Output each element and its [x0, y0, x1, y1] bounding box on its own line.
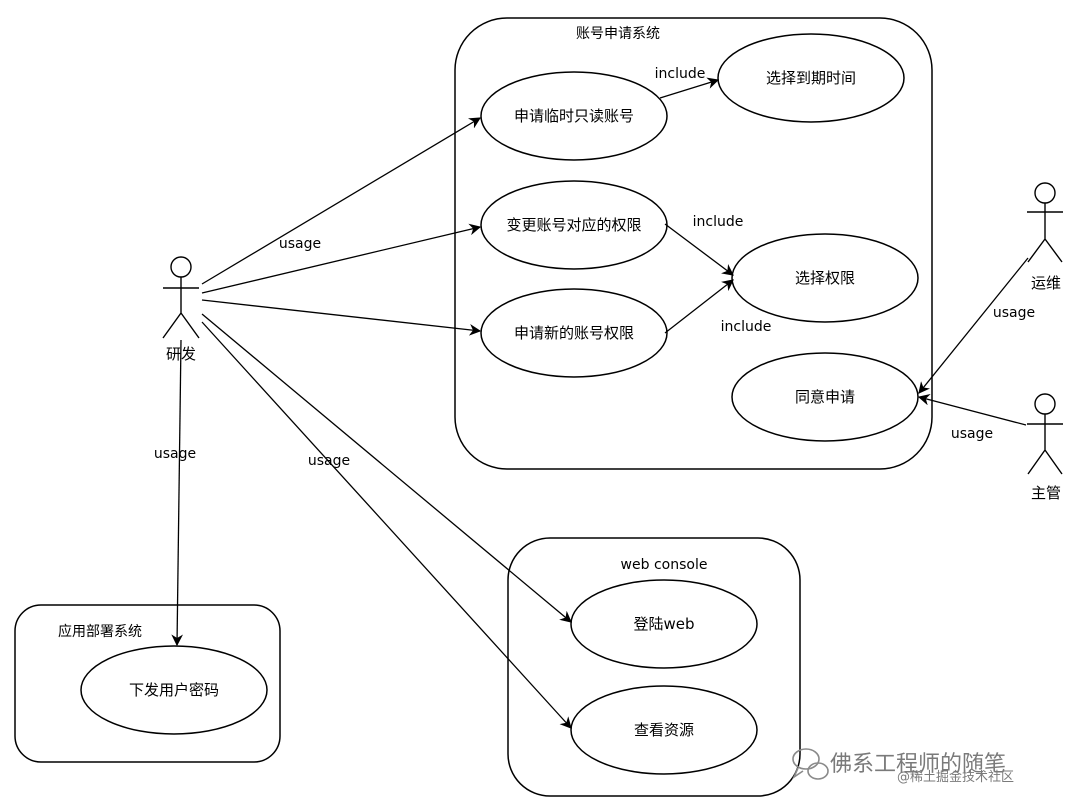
edge-dev-new-perm: [201, 299, 482, 336]
usecase-view-resource-label: 查看资源: [634, 721, 694, 739]
system-title-account: 账号申请系统: [576, 26, 660, 42]
actor-ops: [1027, 182, 1063, 263]
usecase-choose-expiry-label: 选择到期时间: [766, 69, 856, 87]
edge-manager-approve: [917, 394, 1027, 426]
edge-dev-change-perm: [201, 223, 482, 294]
actor-ops-label: 运维: [1031, 274, 1061, 292]
watermark: 佛系工程师的随笔 @稀土掘金技术社区: [792, 748, 1014, 785]
usecase-change-perm-label: 变更账号对应的权限: [506, 216, 641, 234]
edge-label-usage-dev-down: usage: [154, 446, 196, 462]
edge-dev-login-web: [201, 313, 572, 623]
watermark-title: 佛系工程师的随笔: [830, 752, 1006, 777]
actor-manager-label: 主管: [1031, 484, 1061, 502]
system-title-webconsole: web console: [621, 557, 708, 573]
edge-label-include-change: include: [693, 214, 744, 230]
edge-include-change-perm: [664, 223, 734, 276]
watermark-subtitle: @稀土掘金技术社区: [897, 769, 1014, 785]
usecase-login-web-label: 登陆web: [633, 615, 694, 633]
usecase-new-perm-label: 申请新的账号权限: [514, 324, 634, 342]
edge-label-usage-manager: usage: [951, 426, 993, 442]
usecase-login-web: [570, 579, 758, 669]
edge-label-include-expiry: include: [655, 66, 706, 82]
usecase-choose-perm: [731, 233, 919, 323]
edge-label-usage-dev-top: usage: [279, 236, 321, 252]
usecase-choose-perm-label: 选择权限: [795, 269, 855, 287]
usecase-send-password-label: 下发用户密码: [129, 681, 219, 699]
actor-dev: [162, 256, 200, 339]
edge-include-new-perm: [664, 279, 734, 334]
edge-dev-temp-readonly: [201, 117, 482, 285]
edge-dev-send-password: [171, 339, 183, 647]
actor-dev-label: 研发: [166, 345, 196, 363]
edge-ops-approve: [918, 257, 1029, 394]
edge-label-usage-dev-mid: usage: [308, 453, 350, 469]
usecase-temp-readonly-label: 申请临时只读账号: [514, 107, 634, 125]
usecase-temp-readonly: [480, 71, 668, 161]
actor-manager: [1027, 393, 1063, 475]
system-title-deploy: 应用部署系统: [58, 623, 142, 640]
usecase-view-resource: [570, 685, 758, 775]
edge-label-include-new: include: [721, 319, 772, 335]
edge-dev-view-resource: [201, 321, 572, 729]
edge-label-usage-ops: usage: [993, 305, 1035, 321]
edge-include-expiry: [659, 77, 720, 99]
usecase-approve-label: 同意申请: [795, 388, 855, 406]
chat-bubble-icon: [792, 748, 829, 780]
